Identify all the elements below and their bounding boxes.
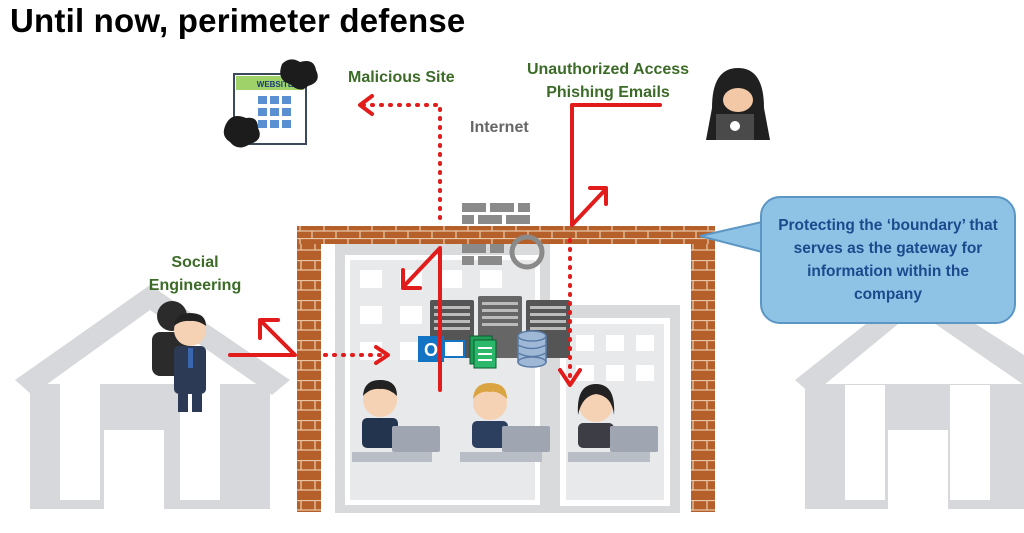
unauthorized-access-line: Unauthorized Access <box>526 61 690 78</box>
office-building <box>335 243 680 513</box>
arrows <box>228 94 662 392</box>
boundary-callout: Protecting the ‘boundary’ that serves as… <box>760 196 1016 324</box>
phishing-emails-line: Phishing Emails <box>546 84 670 101</box>
social-line: Social <box>171 254 219 271</box>
svg-text:O: O <box>424 340 438 360</box>
internet-label: Internet <box>470 119 529 136</box>
hacker-icon <box>706 68 770 140</box>
engineering-line: Engineering <box>148 277 242 294</box>
employee-icon-1 <box>352 380 440 462</box>
page-title: Until now, perimeter defense <box>10 2 466 39</box>
malicious-site-label: Malicious Site <box>348 69 455 86</box>
employee-icon-2 <box>460 383 550 462</box>
unauthorized-access-label: Unauthorized Access Phishing Emails <box>518 58 698 104</box>
database-icon <box>517 330 547 368</box>
employee-icon-3 <box>568 384 658 462</box>
boundary-callout-text: Protecting the ‘boundary’ that serves as… <box>778 217 998 303</box>
website-sign-text: WEBSITE <box>257 80 294 89</box>
perimeter-wall <box>297 226 715 512</box>
document-icon <box>469 335 497 369</box>
website-icon: WEBSITE <box>223 59 318 148</box>
firewall-icon <box>462 203 545 270</box>
house-icon-left <box>15 285 290 509</box>
social-engineering-label: Social Engineering <box>140 251 250 297</box>
businessman-icon <box>174 313 206 412</box>
